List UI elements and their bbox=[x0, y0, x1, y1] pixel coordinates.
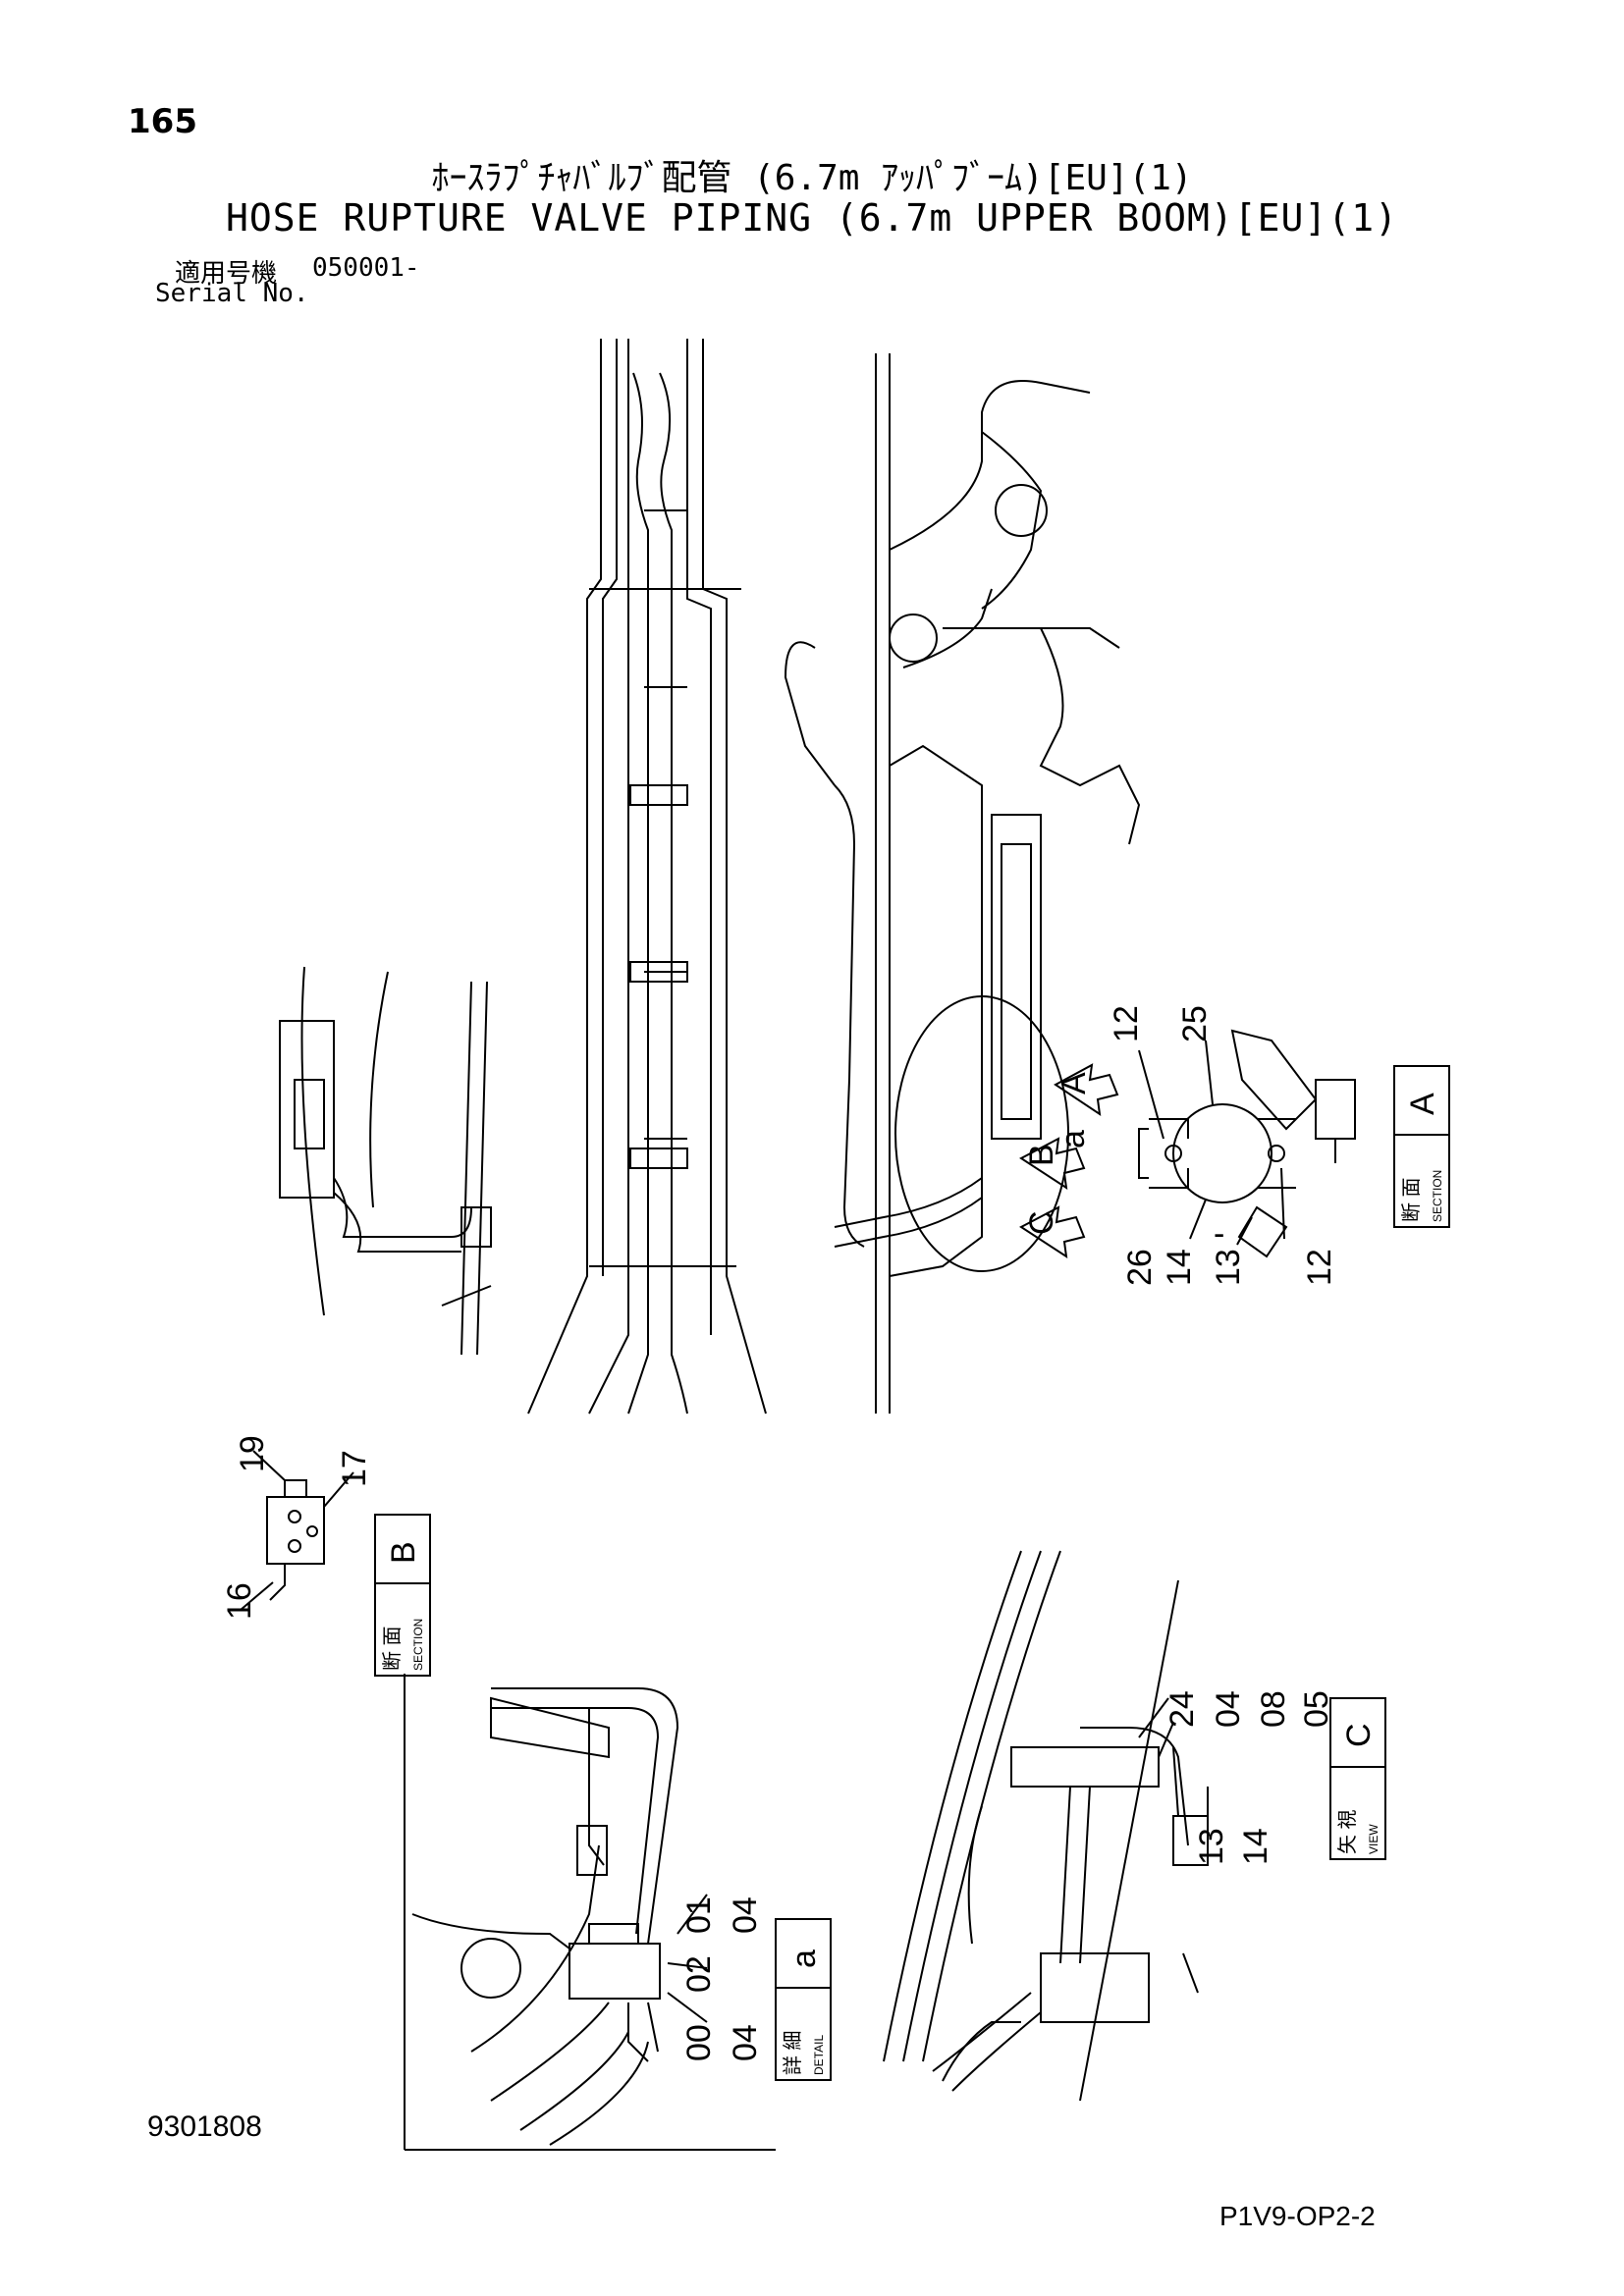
view-c-label-box bbox=[1329, 1766, 1386, 1860]
sheet-code: P1V9-OP2-2 bbox=[1219, 2201, 1376, 2231]
view-c-en-label: VIEW bbox=[1367, 1824, 1380, 1854]
arrow-a-letter: A bbox=[1056, 1072, 1093, 1095]
view-c-callout-4: 05 bbox=[1298, 1690, 1335, 1728]
main-boom-drawing bbox=[527, 339, 767, 1415]
view-arrow-c bbox=[1019, 1205, 1086, 1259]
detail-ref-letter: a bbox=[1055, 1130, 1092, 1148]
view-arrow-a bbox=[1054, 1063, 1119, 1117]
section-a-letter: A bbox=[1404, 1093, 1441, 1115]
title-japanese: ﾎｰｽﾗﾌﾟﾁｬﾊﾞﾙﾌﾞ配管 (6.7m ｱｯﾊﾟﾌﾞｰﾑ)[EU](1) bbox=[431, 158, 1193, 198]
section-a-drawing bbox=[1138, 1029, 1356, 1258]
section-b-jp-label: 断 面 bbox=[381, 1626, 404, 1671]
detail-a-drawing bbox=[404, 1674, 776, 2151]
section-b-label-box bbox=[374, 1582, 431, 1677]
section-b-letter: B bbox=[385, 1541, 422, 1564]
sec-a-callout-2: 25 bbox=[1176, 1005, 1214, 1042]
section-b-en-label: SECTION bbox=[411, 1619, 425, 1671]
view-c-callout-6: 14 bbox=[1237, 1828, 1274, 1865]
detail-a-callout-3: 02 bbox=[680, 1955, 718, 1993]
sec-a-callout-5: 13 bbox=[1210, 1249, 1247, 1286]
detail-a-callout-5: 04 bbox=[727, 2024, 764, 2061]
sec-a-callout-6: 12 bbox=[1301, 1249, 1338, 1286]
sec-a-dash: - bbox=[1214, 1215, 1224, 1253]
detail-a-callout-4: 00 bbox=[680, 2024, 718, 2061]
sec-a-callout-1: 12 bbox=[1108, 1005, 1145, 1042]
upper-boom-drawing bbox=[784, 353, 1141, 1414]
section-a-en-label: SECTION bbox=[1431, 1170, 1444, 1222]
sec-b-callout-2: 17 bbox=[336, 1450, 373, 1487]
view-c-callout-2: 04 bbox=[1210, 1690, 1247, 1728]
sec-a-callout-3: 26 bbox=[1121, 1249, 1159, 1286]
view-c-callout-5: 13 bbox=[1193, 1828, 1230, 1865]
serial-label-english: Serial No. bbox=[155, 279, 309, 308]
view-c-jp-label: 矢 視 bbox=[1336, 1809, 1359, 1854]
view-c-letter: C bbox=[1340, 1723, 1378, 1747]
view-c-drawing bbox=[883, 1550, 1209, 2102]
sec-b-callout-1: 19 bbox=[234, 1435, 271, 1472]
sec-a-callout-4: 14 bbox=[1161, 1249, 1198, 1286]
detail-a-label-box bbox=[775, 1987, 832, 2081]
view-c-callout-1: 24 bbox=[1164, 1690, 1201, 1728]
section-a-label-box bbox=[1393, 1134, 1450, 1228]
detail-a-callout-1: 01 bbox=[680, 1896, 718, 1934]
bracket-drawing bbox=[279, 966, 492, 1356]
serial-label-japanese: 適用号機 bbox=[175, 259, 278, 289]
arrow-c-letter: C bbox=[1023, 1210, 1060, 1235]
document-number: 9301808 bbox=[147, 2110, 262, 2143]
arrow-b-letter: B bbox=[1023, 1144, 1060, 1166]
detail-a-jp-label: 詳 細 bbox=[782, 2030, 804, 2075]
view-c-callout-3: 08 bbox=[1255, 1690, 1292, 1728]
page-number: 165 bbox=[128, 102, 197, 141]
title-english: HOSE RUPTURE VALVE PIPING (6.7m UPPER BO… bbox=[226, 196, 1398, 240]
detail-a-letter: a bbox=[785, 1949, 823, 1968]
detail-a-callout-2: 04 bbox=[727, 1896, 764, 1934]
serial-value: 050001- bbox=[312, 253, 420, 283]
view-arrow-b bbox=[1019, 1137, 1086, 1191]
detail-a-en-label: DETAIL bbox=[812, 2035, 826, 2075]
section-b-drawing bbox=[240, 1450, 354, 1611]
sec-b-callout-3: 16 bbox=[221, 1582, 258, 1620]
section-a-jp-label: 断 面 bbox=[1400, 1177, 1423, 1222]
